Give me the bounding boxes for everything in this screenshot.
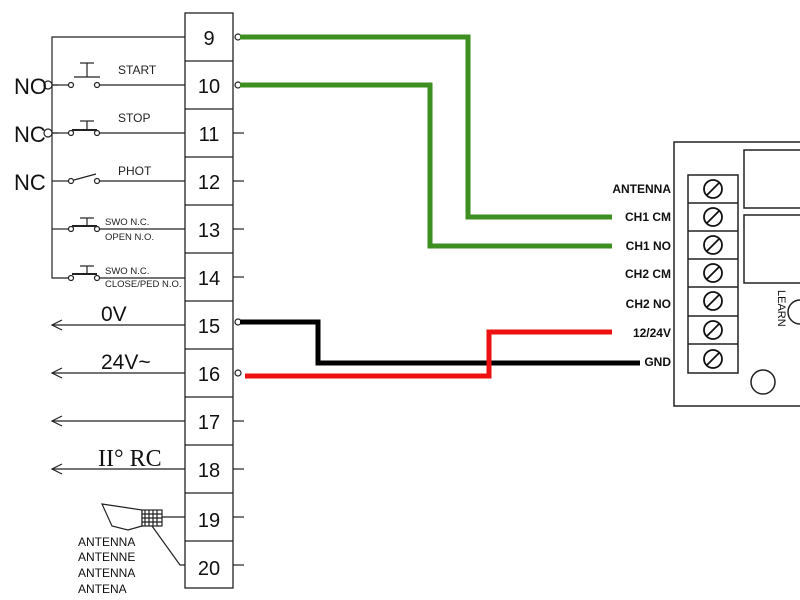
label-0v: 0V [101,303,127,326]
black-wire-15-to-gnd [240,319,640,366]
red-wire-16-to-12-24v [245,329,612,379]
receiver-module [673,141,800,407]
terminal-19: 19 [198,510,220,532]
stop-label: STOP [118,111,150,125]
terminal-11: 11 [199,124,220,146]
antenna-label-2: ANTENNE [78,550,135,564]
rx-label-antenna: ANTENNA [612,182,671,196]
terminal-12: 12 [198,172,220,194]
antenna-connector [100,503,185,566]
start-contact-type: NO [14,74,47,99]
antenna-label-1: ANTENNA [78,535,135,549]
swo-close-label-nc: SWO N.C. [105,266,149,277]
terminal-15: 15 [198,316,220,338]
input-switch-wiring [51,36,185,282]
green-wire-9-to-ch1-cm [240,34,612,220]
rx-label-gnd: GND [644,355,671,369]
green-wire-10-to-ch1-no [240,82,612,249]
antenna-label-3: ANTENNA [78,566,135,580]
antenna-label-4: ANTENA [78,582,127,596]
terminal-14: 14 [198,268,220,290]
phot-label: PHOT [118,164,152,178]
terminal-16: 16 [198,364,220,386]
rx-label-ch2-no: CH2 NO [626,297,671,311]
swo-open-label-no: OPEN N.O. [105,232,154,243]
swo-close-label-no: CLOSE/PED N.O. [105,279,182,290]
controller-screw-marks [233,33,244,566]
learn-label: LEARN [775,290,787,327]
start-label: START [118,63,157,77]
output-arrows [50,319,185,475]
terminal-9: 9 [203,28,214,50]
terminal-18: 18 [198,460,220,482]
rx-label-ch1-cm: CH1 CM [625,210,671,224]
label-24v: 24V~ [101,351,151,374]
terminal-13: 13 [198,220,220,242]
receiver-screws [703,179,723,369]
rx-label-ch1-no: CH1 NO [626,239,671,253]
label-rc: II° RC [98,446,162,472]
swo-open-label-nc: SWO N.C. [105,217,149,228]
terminal-10: 10 [198,76,220,98]
contact-type-markers [43,80,58,138]
phot-contact-type: NC [14,170,46,195]
controller-terminal-block [184,12,234,589]
stop-contact-type: NC [14,122,46,147]
terminal-20: 20 [198,558,220,580]
rx-label-ch2-cm: CH2 CM [625,267,671,281]
terminal-17: 17 [198,412,220,434]
rx-label-12-24v: 12/24V [633,326,671,340]
